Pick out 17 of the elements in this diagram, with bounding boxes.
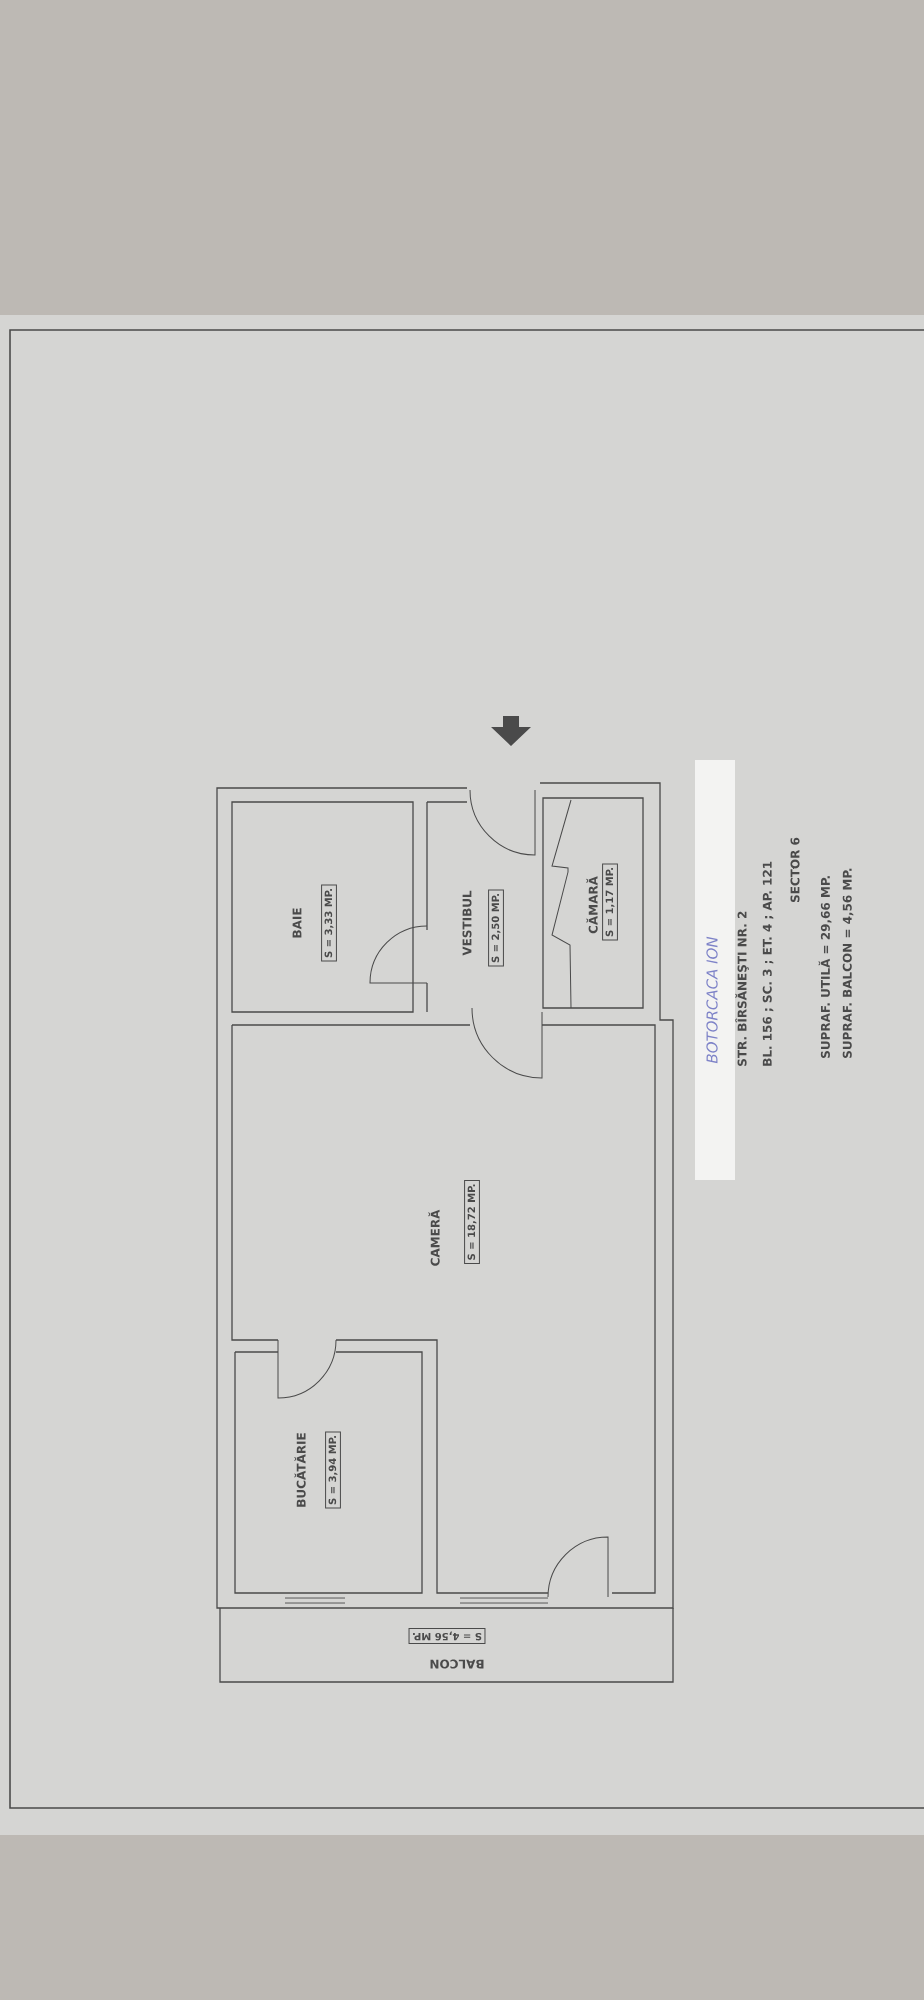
address-text: BL. 156 ; SC. 3 ; ET. 4 ; AP. 121 [762,861,774,1066]
area-box: S = 1,17 MP. [602,863,618,941]
area-summary-text: SUPRAF. BALCON = 4,56 MP. [842,868,854,1058]
area-box: S = 18,72 MP. [464,1180,480,1264]
room-name: BALCON [430,1659,484,1669]
area-box: S = 4,56 MP. [408,1628,486,1644]
room-name: VESTIBUL [462,890,472,956]
area-box: S = 2,50 MP. [488,889,504,967]
room-name: BUCĂTĂRIE [294,1433,306,1507]
area-box: S = 3,94 MP. [325,1431,341,1509]
room-name: CAMERĂ [428,1209,440,1266]
handwritten-name: BOTORCACA ION [706,936,718,1064]
area-summary-text: SUPRAF. UTILĂ = 29,66 MP. [818,876,832,1058]
area-box: S = 3,33 MP. [321,884,337,962]
address-text: SECTOR 6 [790,837,800,903]
address-text: STR. BÎRSĂNEŞTI NR. 2 [735,911,749,1066]
room-name: BAIE [292,908,302,938]
